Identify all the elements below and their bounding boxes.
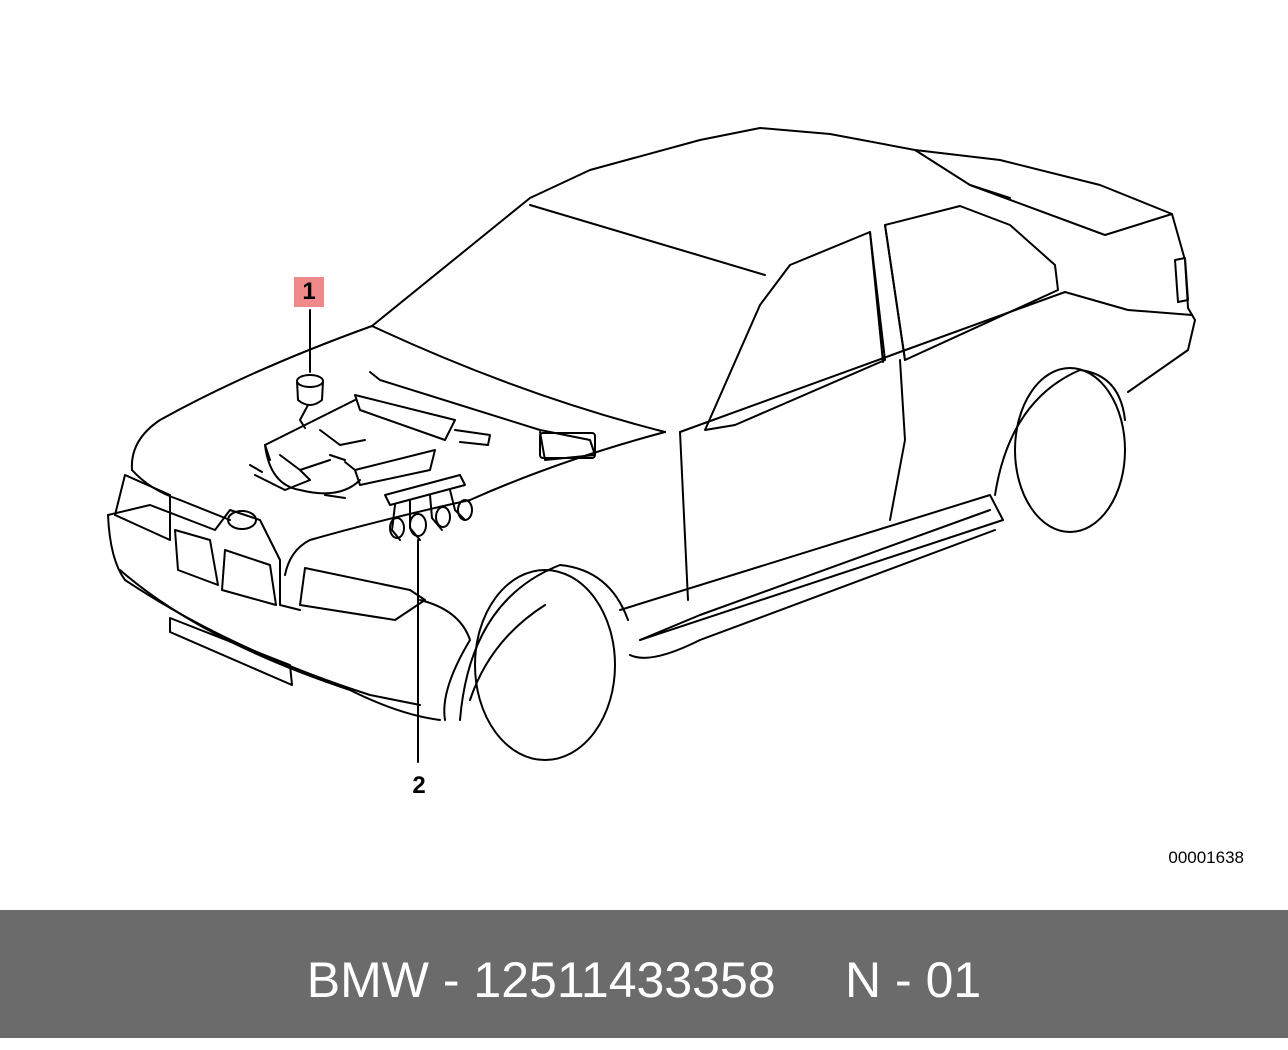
sill (619, 494, 1004, 641)
bumper-strip (169, 617, 293, 686)
b-pillar (869, 224, 906, 363)
trunk-lid (914, 149, 1173, 236)
headlight-right (299, 567, 426, 621)
callout-label-1: 1 (294, 277, 324, 307)
door-line-front (679, 431, 689, 601)
rear-wheel-arch (994, 369, 1126, 496)
front-panel (107, 504, 301, 611)
hood-outline (130, 325, 373, 521)
hood-front-edge (284, 431, 666, 576)
injector-4 (457, 499, 473, 521)
harness-connector-block (539, 432, 596, 459)
harness-plugs (249, 429, 366, 499)
car-illustration (107, 127, 1196, 763)
bmw-roundel (227, 510, 257, 530)
parts-diagram: 1 2 00001638 (107, 127, 1244, 867)
front-wheel-arch (459, 564, 629, 721)
sensor-part-1-body (296, 380, 324, 406)
front-tire-inner (469, 604, 546, 701)
fender-front (419, 599, 471, 721)
injector-2 (409, 513, 427, 537)
part-number-bar: BMW - 12511433358 N - 01 (0, 910, 1288, 1038)
front-door-window (704, 231, 886, 431)
kidney-grille-left (174, 529, 219, 586)
rocker (629, 529, 996, 659)
roofline-front (529, 204, 766, 276)
bumper-top (107, 514, 421, 706)
harness-branch-right (454, 429, 491, 446)
sensor-part-1-top (296, 374, 324, 388)
rear-body (1127, 213, 1196, 393)
image-code: 00001638 (1168, 848, 1244, 867)
harness-rail (369, 371, 596, 461)
harness-leads (264, 444, 361, 495)
headlight-left (114, 474, 171, 541)
beltline (679, 291, 1193, 433)
side-lower (639, 509, 991, 641)
rear-wheel (1014, 367, 1126, 533)
roof-outline (371, 127, 1011, 327)
sensor-part-1-cable (299, 404, 309, 429)
windshield (371, 325, 666, 433)
callout-label-2: 2 (412, 772, 426, 799)
injector-1 (389, 517, 405, 539)
harness-duct (354, 394, 456, 441)
injector-rail (384, 474, 466, 506)
harness-branch-left (254, 399, 356, 491)
front-wheel (474, 569, 616, 761)
rear-light (1174, 257, 1189, 303)
door-line-mid (889, 359, 906, 521)
injector-3 (435, 506, 451, 528)
part-number-text: BMW - 12511433358 N - 01 (306, 952, 982, 1008)
bumper-lower (119, 569, 441, 721)
rear-door-window (884, 205, 1059, 361)
harness-duct-lower (354, 449, 436, 486)
kidney-grille-right (221, 549, 277, 606)
